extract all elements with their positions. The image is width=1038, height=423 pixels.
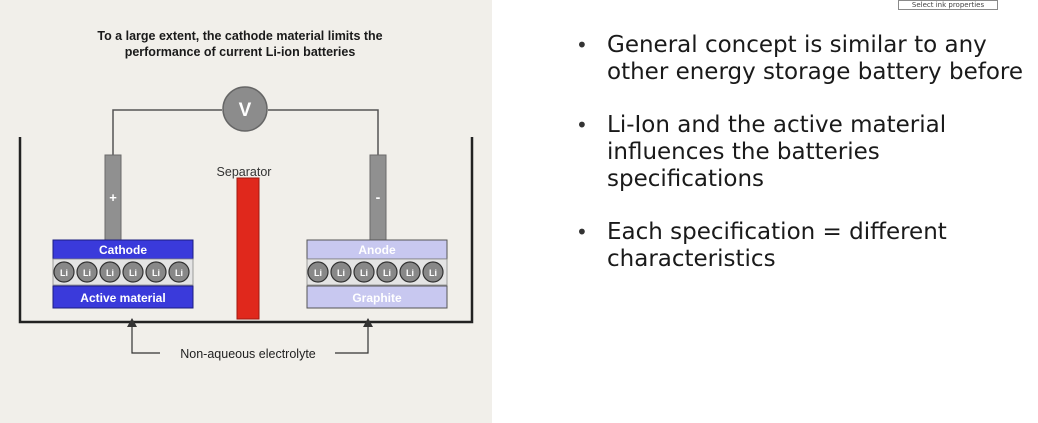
li-ion <box>399 261 421 283</box>
li-ion-label: Li <box>175 268 183 278</box>
li-ion-label: Li <box>337 268 345 278</box>
li-ion <box>307 261 329 283</box>
graphite-block <box>306 285 448 309</box>
cathode-label: Cathode <box>99 243 147 257</box>
bullet-text: Each specification = different character… <box>607 219 947 272</box>
bullet-dot-icon: • <box>576 220 588 244</box>
li-ion <box>422 261 444 283</box>
electrolyte-leader-right <box>335 320 369 354</box>
li-ion-label: Li <box>429 268 437 278</box>
bullet-dot-icon: • <box>576 33 588 57</box>
li-ion-label: Li <box>106 268 114 278</box>
electrolyte-label: Non-aqueous electrolyte <box>180 347 316 361</box>
li-ion <box>330 261 352 283</box>
li-ion <box>122 261 144 283</box>
electrolyte-container <box>18 137 474 324</box>
arrow-up-icon <box>363 318 373 327</box>
plus-label: + <box>109 190 117 205</box>
li-ion-label: Li <box>60 268 68 278</box>
separator-label: Separator <box>217 165 272 179</box>
li-ion <box>99 261 121 283</box>
li-ion-label: Li <box>152 268 160 278</box>
arrow-up-icon <box>127 318 137 327</box>
voltmeter-icon <box>222 86 268 132</box>
circuit-wire-right <box>268 109 379 155</box>
li-ion-label: Li <box>406 268 414 278</box>
anode-label: Anode <box>358 243 396 257</box>
diagram-title-line2: performance of current Li-ion batteries <box>125 45 356 59</box>
li-ion <box>353 261 375 283</box>
minus-label: - <box>376 189 381 205</box>
cathode-li-ions: Li Li Li Li Li Li <box>53 261 190 283</box>
circuit-wire-left <box>112 109 222 155</box>
voltmeter-label: V <box>239 100 252 121</box>
li-ion-label: Li <box>383 268 391 278</box>
bullet-list: • General concept is similar to any othe… <box>572 32 1032 299</box>
ink-properties-tooltip[interactable]: Select ink properties <box>898 0 998 10</box>
li-ion-label: Li <box>129 268 137 278</box>
bullet-text: General concept is similar to any other … <box>607 32 1023 85</box>
active-material-label: Active material <box>80 291 165 305</box>
battery-diagram-svg: To a large extent, the cathode material … <box>18 29 474 361</box>
li-ion <box>168 261 190 283</box>
graphite-label: Graphite <box>352 291 402 305</box>
battery-diagram: To a large extent, the cathode material … <box>0 0 492 423</box>
anode-li-ions: Li Li Li Li Li Li <box>307 261 444 283</box>
li-ion <box>53 261 75 283</box>
bullet-item: • Li-Ion and the active material influen… <box>572 112 1032 193</box>
bullet-item: • Each specification = different charact… <box>572 219 1032 273</box>
li-ion <box>76 261 98 283</box>
li-ion <box>145 261 167 283</box>
diagram-title-line1: To a large extent, the cathode material … <box>97 29 382 43</box>
li-ion-label: Li <box>360 268 368 278</box>
electrolyte-leader-left <box>131 320 160 354</box>
li-ion-label: Li <box>314 268 322 278</box>
bullet-dot-icon: • <box>576 113 588 137</box>
bullet-text: Li-Ion and the active material influence… <box>607 112 947 192</box>
li-ion <box>376 261 398 283</box>
active-material-block <box>52 285 194 309</box>
li-ion-label: Li <box>83 268 91 278</box>
separator <box>236 177 260 320</box>
bullet-item: • General concept is similar to any othe… <box>572 32 1032 86</box>
